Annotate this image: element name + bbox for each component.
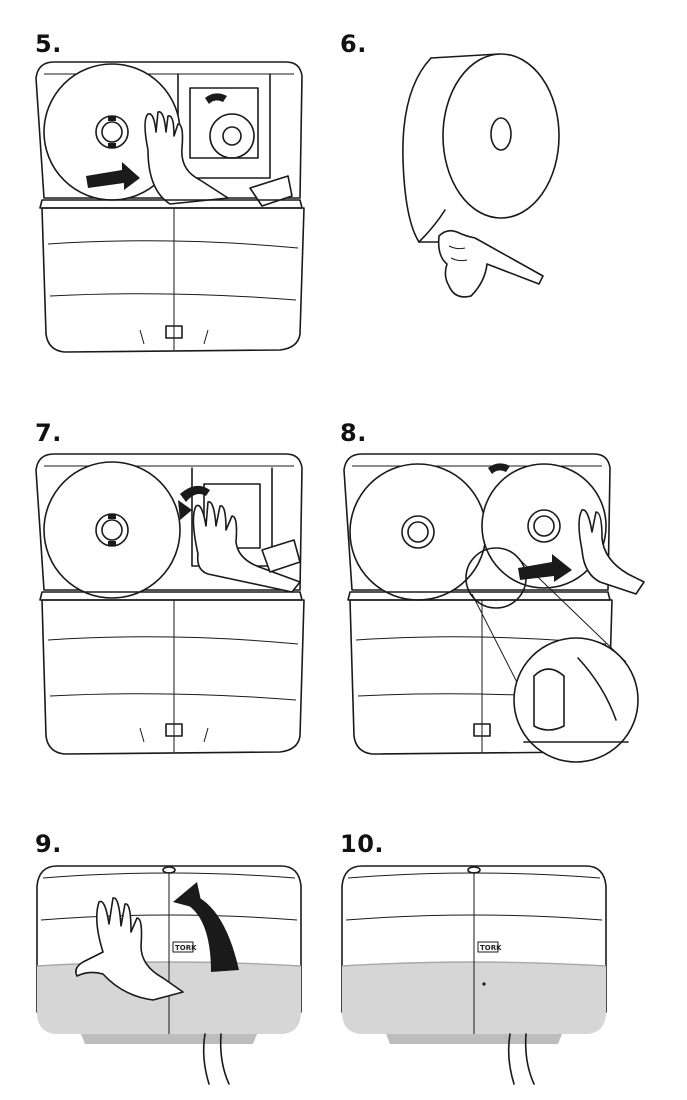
step-9-illustration: TORK [36,865,302,1085]
step-5-illustration [35,61,305,353]
step-7-illustration [35,453,305,755]
tork-logo: TORK [175,944,197,952]
step-6-number: 6. [340,30,367,58]
tork-logo: TORK [480,944,502,952]
step-6-illustration [402,53,560,298]
step-8-illustration [343,453,645,763]
step-8-number: 8. [340,419,367,447]
step-5-number: 5. [35,30,62,58]
step-10-number: 10. [340,830,385,858]
step-7-number: 7. [35,419,62,447]
step-10-illustration: TORK [341,865,607,1085]
step-9-number: 9. [35,830,62,858]
